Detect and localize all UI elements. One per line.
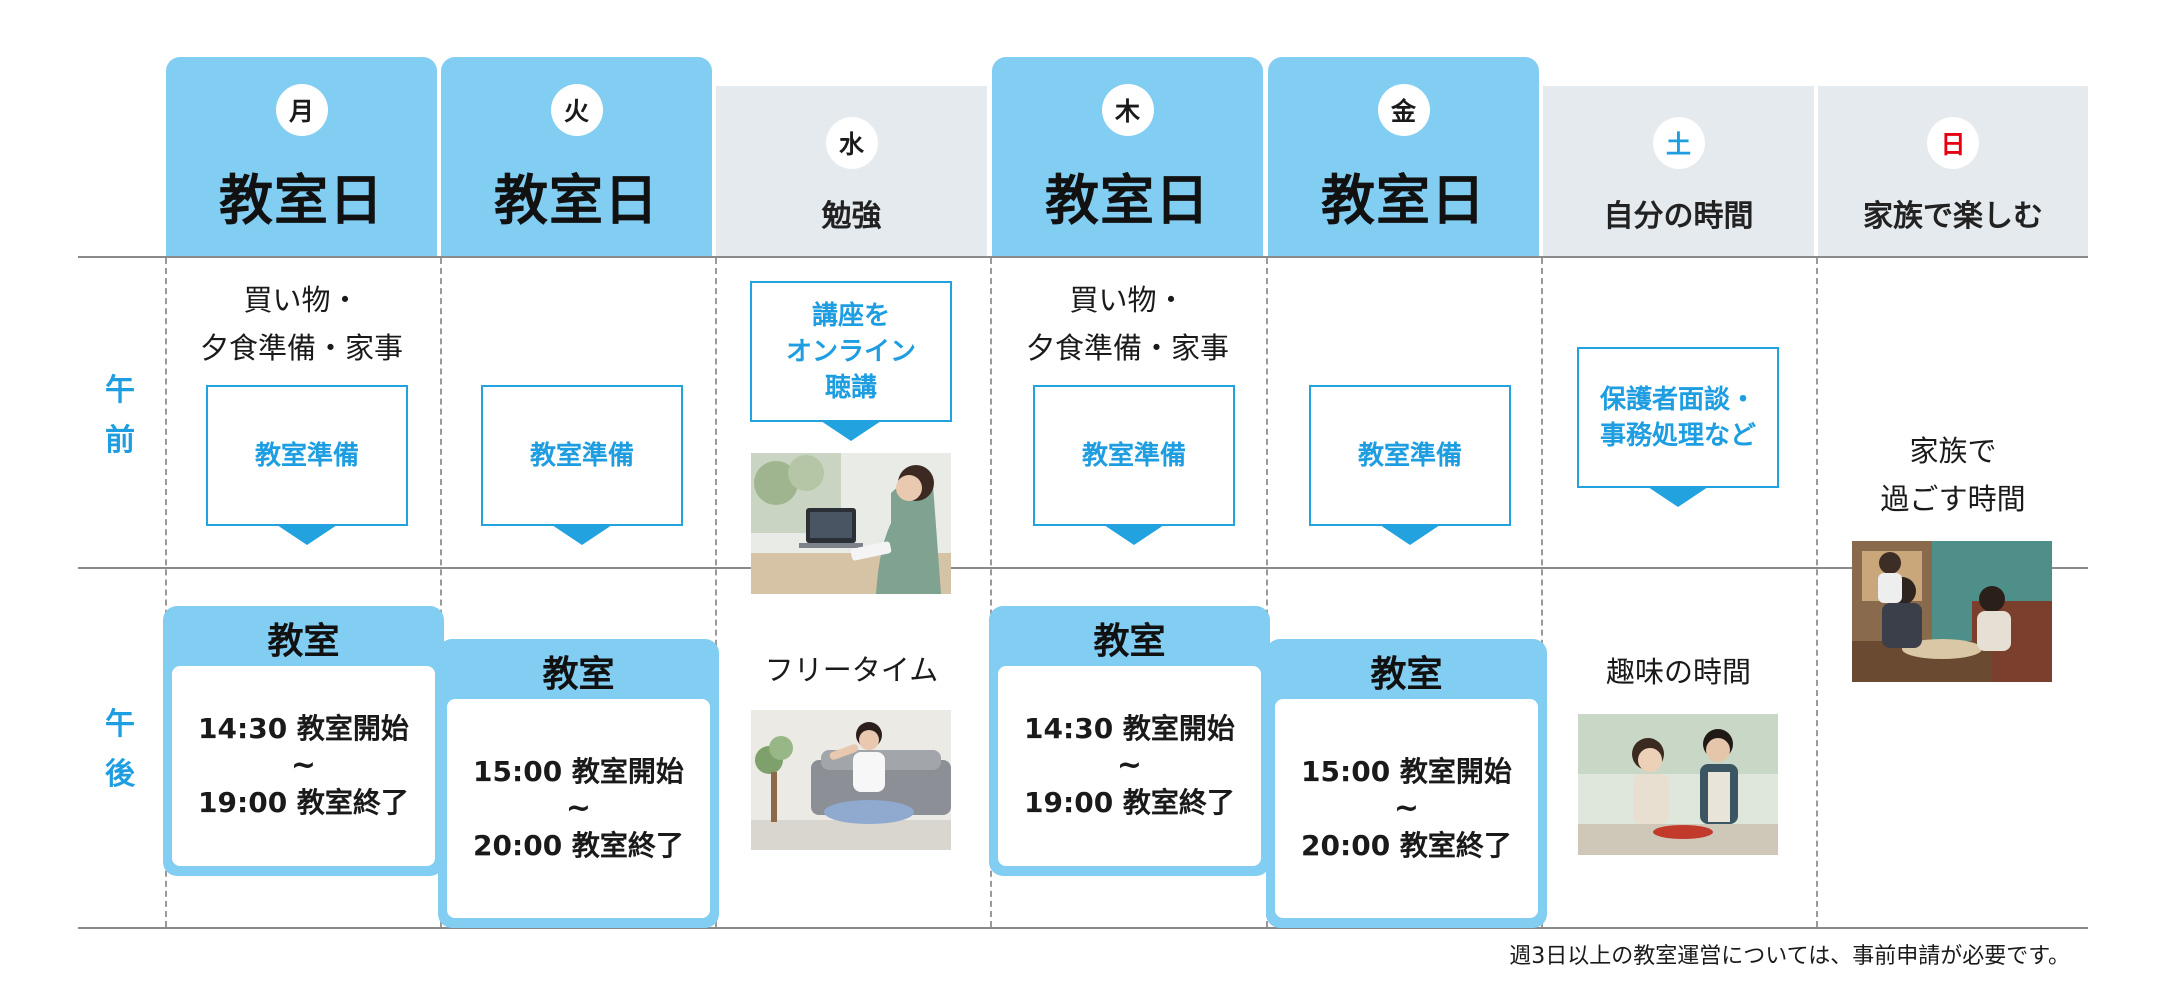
photo-woman-laptop (751, 453, 951, 594)
morning-monday-prep-box: 教室準備 (206, 385, 408, 526)
online-box-line1: 講座を (811, 300, 890, 331)
divider-am-pm (78, 567, 2088, 569)
hobby-time-text: 趣味の時間 (1605, 655, 1751, 689)
day-badge-thursday: 木 (1101, 84, 1154, 136)
lesson-tilde-thursday: ~ (1116, 748, 1143, 783)
lesson-end-monday: 19:00 教室終了 (198, 786, 409, 819)
header-label-friday: 教室日 (1321, 169, 1486, 232)
morning-monday-line1: 買い物・ (243, 283, 360, 317)
lesson-card-thursday: 教室 14:30 教室開始 ~ 19:00 教室終了 (989, 606, 1270, 876)
lesson-card-friday: 教室 15:00 教室開始 ~ 20:00 教室終了 (1266, 639, 1547, 928)
morning-thursday-line1: 買い物・ (1069, 283, 1186, 317)
header-label-monday: 教室日 (219, 169, 384, 232)
lesson-title-friday: 教室 (1370, 654, 1443, 695)
morning-monday-text: 買い物・ 夕食準備・家事 (166, 276, 437, 372)
lesson-tilde-monday: ~ (290, 748, 317, 783)
header-label-sunday: 家族で楽しむ (1863, 199, 2043, 234)
column-divider (715, 258, 717, 927)
header-friday: 金 教室日 (1268, 57, 1539, 257)
lesson-end-thursday: 19:00 教室終了 (1024, 786, 1235, 819)
day-badge-sunday: 日 (1927, 117, 1979, 169)
day-badge-wednesday: 水 (825, 117, 878, 169)
arrow-down-icon (1104, 525, 1164, 545)
lesson-tilde-tuesday: ~ (565, 790, 592, 826)
lesson-title-monday: 教室 (267, 621, 340, 662)
lesson-times-monday: 14:30 教室開始 ~ 19:00 教室終了 (172, 666, 435, 866)
photo-woman-laptop-illustration (751, 453, 951, 594)
footnote: 週3日以上の教室運営については、事前申請が必要です。 (1509, 944, 2070, 969)
header-tuesday: 火 教室日 (441, 57, 712, 257)
morning-wednesday-online-box: 講座を オンライン 聴講 (750, 281, 952, 422)
sunday-family-line2: 過ごす時間 (1880, 482, 2026, 516)
lesson-start-monday: 14:30 教室開始 (198, 712, 409, 745)
header-sunday: 日 家族で楽しむ (1818, 86, 2088, 257)
lesson-end-tuesday: 20:00 教室終了 (473, 828, 684, 862)
header-thursday: 木 教室日 (992, 57, 1263, 257)
morning-tuesday-prep-box: 教室準備 (481, 385, 683, 526)
arrow-down-icon (1648, 487, 1708, 507)
day-badge-saturday: 土 (1652, 117, 1705, 169)
lesson-tilde-friday: ~ (1393, 790, 1420, 826)
arrow-down-icon (277, 525, 337, 545)
lesson-start-friday: 15:00 教室開始 (1301, 754, 1512, 788)
column-divider (990, 258, 992, 927)
header-label-wednesday: 勉強 (821, 199, 882, 234)
meeting-box-line1: 保護者面談・ (1599, 384, 1756, 415)
sunday-family-text: 家族で 過ごす時間 (1818, 427, 2088, 523)
morning-saturday-meeting-box: 保護者面談・ 事務処理など (1577, 347, 1779, 488)
header-monday: 月 教室日 (166, 57, 437, 257)
morning-friday-prep-box: 教室準備 (1309, 385, 1511, 526)
lesson-end-friday: 20:00 教室終了 (1301, 828, 1512, 862)
arrow-down-icon (552, 525, 612, 545)
arrow-down-icon (1380, 525, 1440, 545)
header-label-thursday: 教室日 (1045, 169, 1210, 232)
column-divider (165, 258, 167, 927)
day-badge-friday: 金 (1377, 84, 1430, 136)
lesson-title-thursday: 教室 (1093, 621, 1166, 662)
photo-woman-stretching (751, 710, 951, 850)
arrow-down-icon (821, 421, 881, 441)
lesson-start-thursday: 14:30 教室開始 (1024, 712, 1235, 745)
period-pm-char1: 午 (105, 707, 135, 742)
header-label-saturday: 自分の時間 (1603, 199, 1754, 234)
morning-thursday-prep-box: 教室準備 (1033, 385, 1235, 526)
photo-woman-stretching-illustration (751, 710, 951, 850)
header-saturday: 土 自分の時間 (1543, 86, 1814, 257)
lesson-times-thursday: 14:30 教室開始 ~ 19:00 教室終了 (998, 666, 1261, 866)
header-label-tuesday: 教室日 (494, 169, 659, 232)
header-wednesday: 水 勉強 (716, 86, 987, 257)
period-am-char2: 前 (105, 423, 135, 458)
period-am-char1: 午 (105, 373, 135, 408)
column-divider (1266, 258, 1268, 927)
lesson-title-tuesday: 教室 (542, 654, 615, 695)
online-box-line3: 聴講 (824, 372, 877, 403)
lesson-times-tuesday: 15:00 教室開始 ~ 20:00 教室終了 (447, 699, 710, 918)
day-badge-tuesday: 火 (550, 84, 603, 136)
lesson-card-tuesday: 教室 15:00 教室開始 ~ 20:00 教室終了 (438, 639, 719, 928)
column-divider (440, 258, 442, 927)
morning-thursday-text: 買い物・ 夕食準備・家事 (992, 276, 1263, 372)
lesson-card-monday: 教室 14:30 教室開始 ~ 19:00 教室終了 (163, 606, 444, 876)
lesson-times-friday: 15:00 教室開始 ~ 20:00 教室終了 (1275, 699, 1538, 918)
divider-header (78, 256, 2088, 258)
lesson-start-tuesday: 15:00 教室開始 (473, 754, 684, 788)
divider-bottom (78, 927, 2088, 929)
period-label-pm: 午 後 (100, 700, 140, 800)
photo-family-restaurant-illustration (1852, 541, 2052, 682)
column-divider (1816, 258, 1818, 927)
morning-thursday-line2: 夕食準備・家事 (1025, 331, 1229, 365)
photo-family-restaurant (1852, 541, 2052, 682)
period-pm-char2: 後 (105, 757, 135, 792)
meeting-box-line2: 事務処理など (1599, 420, 1756, 451)
morning-monday-line2: 夕食準備・家事 (199, 331, 403, 365)
photo-couple-cooking-illustration (1578, 714, 1778, 855)
sunday-family-line1: 家族で (1909, 434, 1997, 468)
free-time-text: フリータイム (764, 653, 939, 687)
day-badge-monday: 月 (275, 84, 328, 136)
period-label-am: 午 前 (100, 366, 140, 466)
photo-couple-cooking (1578, 714, 1778, 855)
online-box-line2: オンライン (785, 336, 916, 367)
column-divider (1541, 258, 1543, 927)
